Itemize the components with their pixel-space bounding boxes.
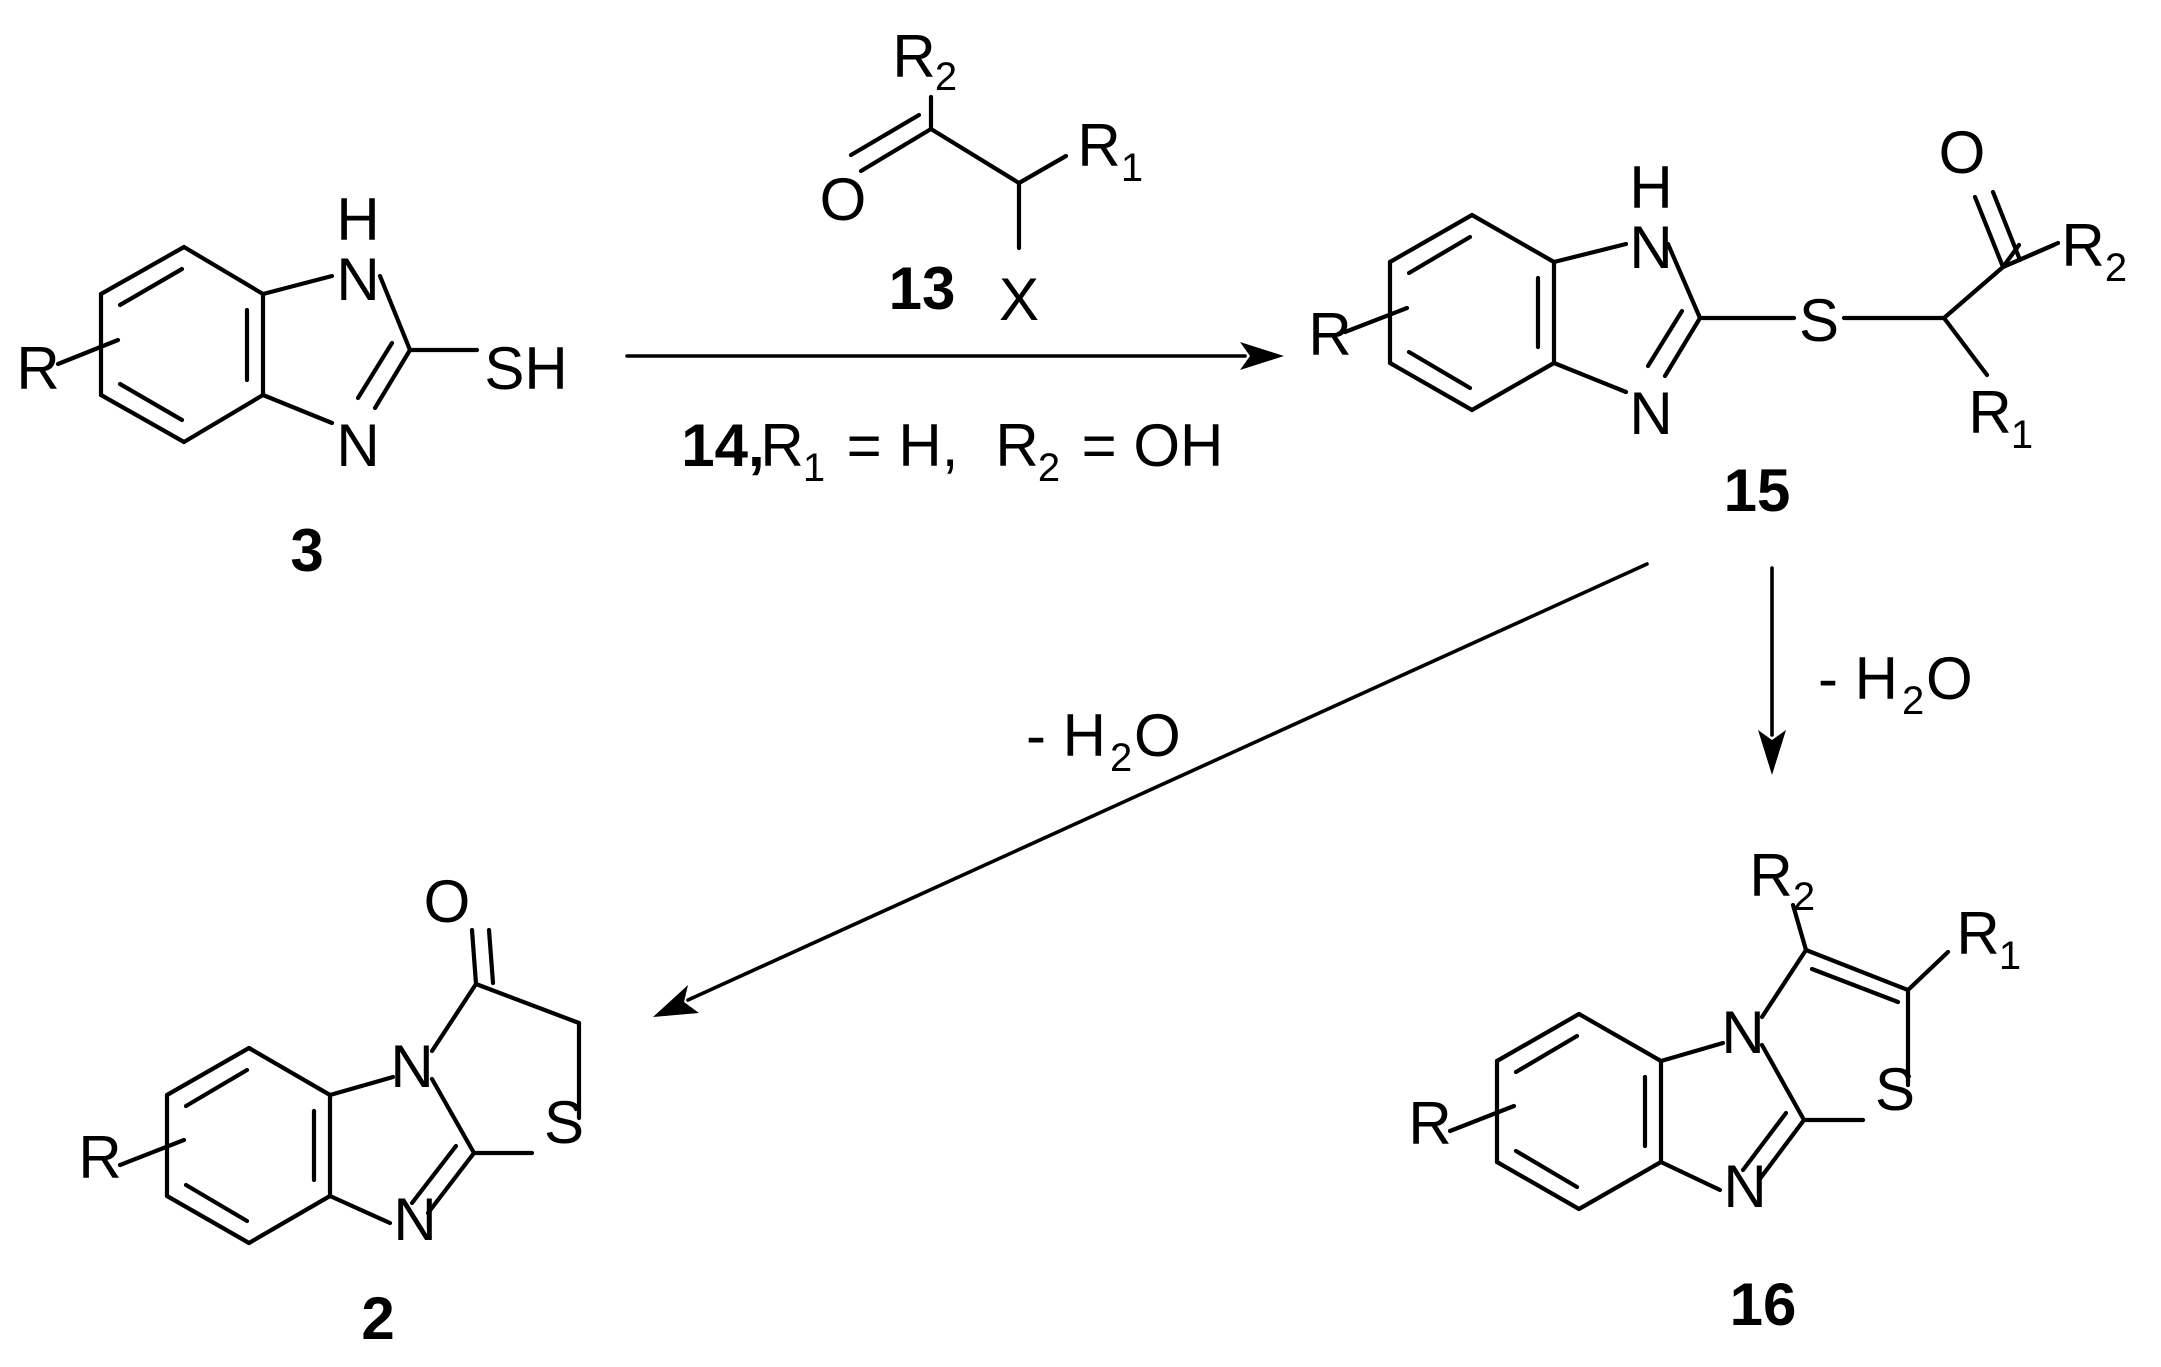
compound-15-bonds bbox=[1342, 189, 2061, 413]
compound-2-s-label: S bbox=[544, 1089, 584, 1156]
condition-r1-subscript: 1 bbox=[803, 446, 825, 490]
compound-15-r2-subscript: 2 bbox=[2105, 246, 2127, 290]
compound-2-oxygen-label: O bbox=[424, 868, 471, 935]
compound-15: R N H N S O R 2 R 1 15 bbox=[1308, 119, 2127, 524]
water-loss-vertical-prefix: - H bbox=[1818, 645, 1898, 712]
compound-3: R SH N H N 3 bbox=[16, 186, 567, 584]
condition-r2-subscript: 2 bbox=[1038, 446, 1060, 490]
compound-13: R 2 O R 1 X 13 bbox=[820, 23, 1143, 333]
compound-15-nh-n-label: N bbox=[1629, 214, 1672, 281]
compound-15-s-label: S bbox=[1799, 287, 1839, 354]
compound-3-r-label: R bbox=[16, 335, 59, 402]
compound-13-x-label: X bbox=[999, 266, 1039, 333]
compound-2-r-label: R bbox=[78, 1124, 121, 1191]
condition-r1-value: = H, bbox=[830, 412, 958, 479]
arrow-15-to-2 bbox=[653, 562, 1649, 1017]
water-loss-label-vertical: - H 2 O bbox=[1818, 645, 1973, 723]
compound-13-number: 13 bbox=[889, 255, 956, 322]
compound-13-r2-subscript: 2 bbox=[935, 55, 957, 99]
compound-16: R N N S R 2 R 1 16 bbox=[1408, 842, 2021, 1338]
compound-13-r1-label: R bbox=[1077, 112, 1120, 179]
arrow-15-to-16 bbox=[1758, 566, 1786, 775]
compound-15-n-label: N bbox=[1629, 380, 1672, 447]
compound-15-oxygen-label: O bbox=[1939, 119, 1986, 186]
compound-13-oxygen-label: O bbox=[820, 166, 867, 233]
reaction-conditions: 14, R 1 = H, R 2 = OH bbox=[681, 412, 1223, 490]
water-loss-vertical-subscript: 2 bbox=[1902, 679, 1924, 723]
compound-16-r1-subscript: 1 bbox=[1999, 934, 2021, 978]
condition-r2-value: = OH bbox=[1065, 412, 1223, 479]
compound-15-r1-label: R bbox=[1968, 379, 2011, 446]
compound-15-nh-h-label: H bbox=[1629, 154, 1672, 221]
compound-2: R N N S O 2 bbox=[78, 868, 584, 1352]
compound-3-sh-label: SH bbox=[484, 335, 567, 402]
compound-16-s-label: S bbox=[1875, 1056, 1915, 1123]
water-loss-diagonal-prefix: - H bbox=[1026, 702, 1106, 769]
compound-15-number: 15 bbox=[1724, 457, 1791, 524]
compound-15-r-label: R bbox=[1308, 301, 1351, 368]
compound-16-bridge-n-label: N bbox=[1721, 999, 1764, 1066]
compound-3-nh-h-label: H bbox=[336, 186, 379, 253]
compound-2-number: 2 bbox=[361, 1285, 394, 1352]
compound-16-number: 16 bbox=[1730, 1271, 1797, 1338]
compound-16-bonds bbox=[1447, 902, 1951, 1212]
compound-3-n-label: N bbox=[336, 412, 379, 479]
water-loss-vertical-suffix: O bbox=[1926, 645, 1973, 712]
compound-16-r2-subscript: 2 bbox=[1793, 875, 1815, 919]
compound-15-r1-subscript: 1 bbox=[2011, 413, 2033, 457]
compound-2-bonds bbox=[117, 927, 582, 1246]
compound-16-r2-label: R bbox=[1749, 842, 1792, 909]
compound-3-bonds bbox=[55, 244, 480, 445]
water-loss-label-diagonal: - H 2 O bbox=[1026, 702, 1181, 780]
compound-13-bonds bbox=[848, 94, 1069, 251]
compound-16-n-label: N bbox=[1723, 1153, 1766, 1220]
reagent-14-number: 14, bbox=[681, 412, 764, 479]
arrow-3-to-15 bbox=[625, 342, 1284, 370]
water-loss-diagonal-subscript: 2 bbox=[1110, 736, 1132, 780]
condition-r1-label: R bbox=[760, 412, 803, 479]
water-loss-diagonal-suffix: O bbox=[1134, 702, 1181, 769]
condition-r2-label: R bbox=[995, 412, 1038, 479]
compound-15-r2-label: R bbox=[2061, 212, 2104, 279]
compound-13-r1-subscript: 1 bbox=[1121, 146, 1143, 190]
compound-3-number: 3 bbox=[290, 517, 323, 584]
compound-16-r1-label: R bbox=[1956, 900, 1999, 967]
compound-16-r-label: R bbox=[1408, 1090, 1451, 1157]
compound-2-bridge-n-label: N bbox=[390, 1033, 433, 1100]
compound-3-nh-n-label: N bbox=[336, 246, 379, 313]
compound-13-r2-label: R bbox=[892, 23, 935, 90]
compound-2-n-label: N bbox=[393, 1186, 436, 1253]
